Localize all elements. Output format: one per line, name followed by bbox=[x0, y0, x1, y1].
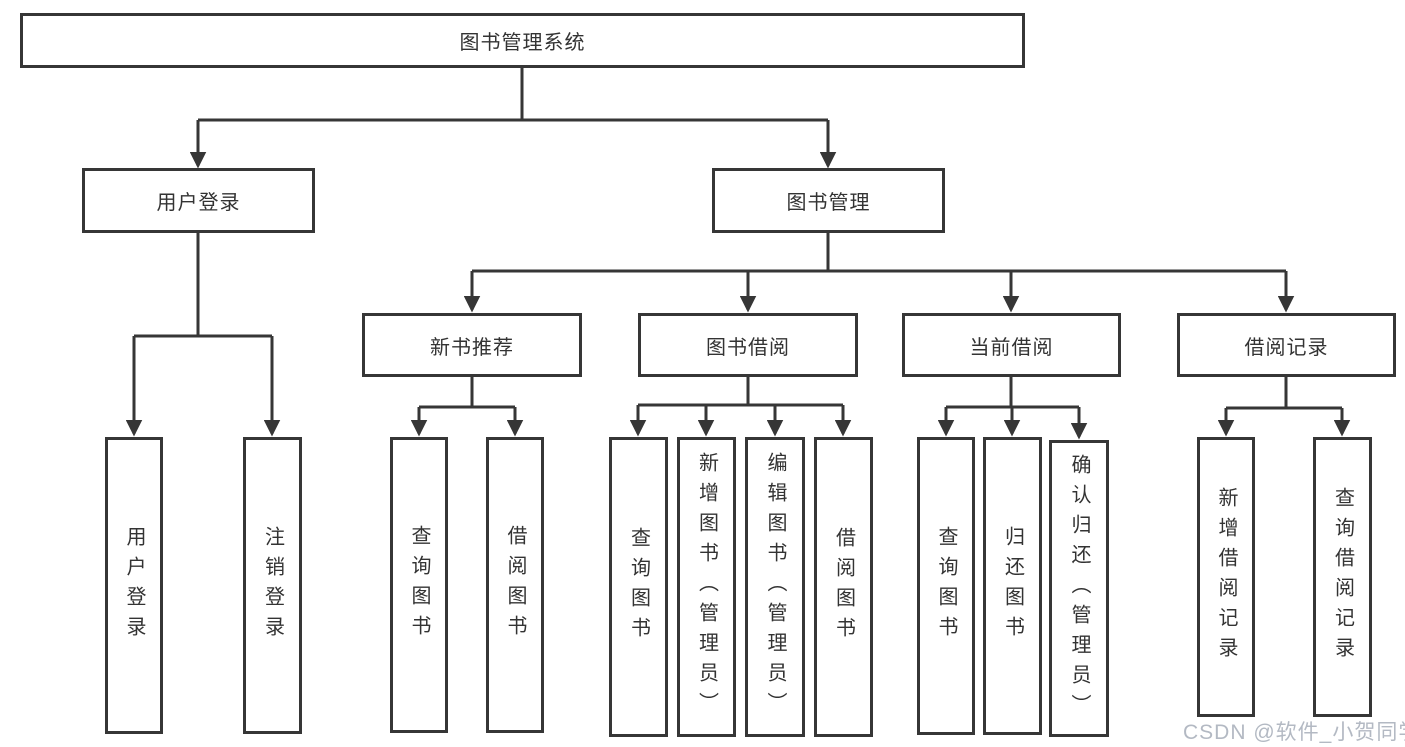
leaf-edit-book-admin-label: 编辑图书（管理员） bbox=[764, 452, 786, 722]
node-book-management-label: 图书管理 bbox=[786, 192, 871, 214]
leaf-user-login: 用户登录 bbox=[105, 437, 163, 734]
node-root-system: 图书管理系统 bbox=[20, 13, 1025, 68]
node-current-borrowing-label: 当前借阅 bbox=[969, 336, 1054, 359]
leaf-recommend-query-books-label: 查询图书 bbox=[408, 525, 430, 645]
leaf-return-books-label: 归还图书 bbox=[1001, 526, 1024, 646]
leaf-logout-label: 注销登录 bbox=[261, 525, 284, 646]
leaf-edit-book-admin: 编辑图书（管理员） bbox=[745, 437, 805, 737]
leaf-query-borrow-record: 查询借阅记录 bbox=[1313, 437, 1372, 717]
node-current-borrowing: 当前借阅 bbox=[902, 313, 1121, 377]
node-borrow-records: 借阅记录 bbox=[1177, 313, 1396, 377]
leaf-recommend-query-books: 查询图书 bbox=[390, 437, 448, 733]
leaf-query-borrow-record-label: 查询借阅记录 bbox=[1331, 487, 1354, 667]
node-new-book-recommend-label: 新书推荐 bbox=[430, 336, 514, 359]
watermark: CSDN @软件_小贺同学 bbox=[1183, 721, 1405, 744]
leaf-add-borrow-record: 新增借阅记录 bbox=[1197, 437, 1255, 717]
leaf-borrowing-borrow-books-label: 借阅图书 bbox=[832, 527, 855, 647]
leaf-borrowing-query-books-label: 查询图书 bbox=[627, 527, 650, 647]
node-borrow-records-label: 借阅记录 bbox=[1244, 336, 1329, 359]
leaf-recommend-borrow-books: 借阅图书 bbox=[486, 437, 544, 733]
leaf-current-query-books: 查询图书 bbox=[917, 437, 975, 735]
node-user-login-label: 用户登录 bbox=[156, 192, 241, 214]
leaf-add-borrow-record-label: 新增借阅记录 bbox=[1215, 487, 1237, 667]
node-root-label: 图书管理系统 bbox=[459, 32, 586, 54]
leaf-add-book-admin-label: 新增图书（管理员） bbox=[695, 452, 718, 722]
leaf-logout: 注销登录 bbox=[243, 437, 302, 734]
node-user-login: 用户登录 bbox=[82, 168, 315, 233]
leaf-user-login-label: 用户登录 bbox=[123, 525, 145, 646]
leaf-confirm-return-admin: 确认归还（管理员） bbox=[1049, 440, 1109, 737]
leaf-return-books: 归还图书 bbox=[983, 437, 1042, 735]
node-book-management: 图书管理 bbox=[712, 168, 945, 233]
node-book-borrowing: 图书借阅 bbox=[638, 313, 858, 377]
leaf-current-query-books-label: 查询图书 bbox=[935, 526, 957, 646]
node-new-book-recommend: 新书推荐 bbox=[362, 313, 582, 377]
node-book-borrowing-label: 图书借阅 bbox=[706, 336, 790, 359]
leaf-confirm-return-admin-label: 确认归还（管理员） bbox=[1068, 453, 1090, 724]
leaf-recommend-borrow-books-label: 借阅图书 bbox=[504, 525, 526, 645]
leaf-borrowing-query-books: 查询图书 bbox=[609, 437, 668, 737]
leaf-add-book-admin: 新增图书（管理员） bbox=[677, 437, 736, 737]
leaf-borrowing-borrow-books: 借阅图书 bbox=[814, 437, 873, 737]
